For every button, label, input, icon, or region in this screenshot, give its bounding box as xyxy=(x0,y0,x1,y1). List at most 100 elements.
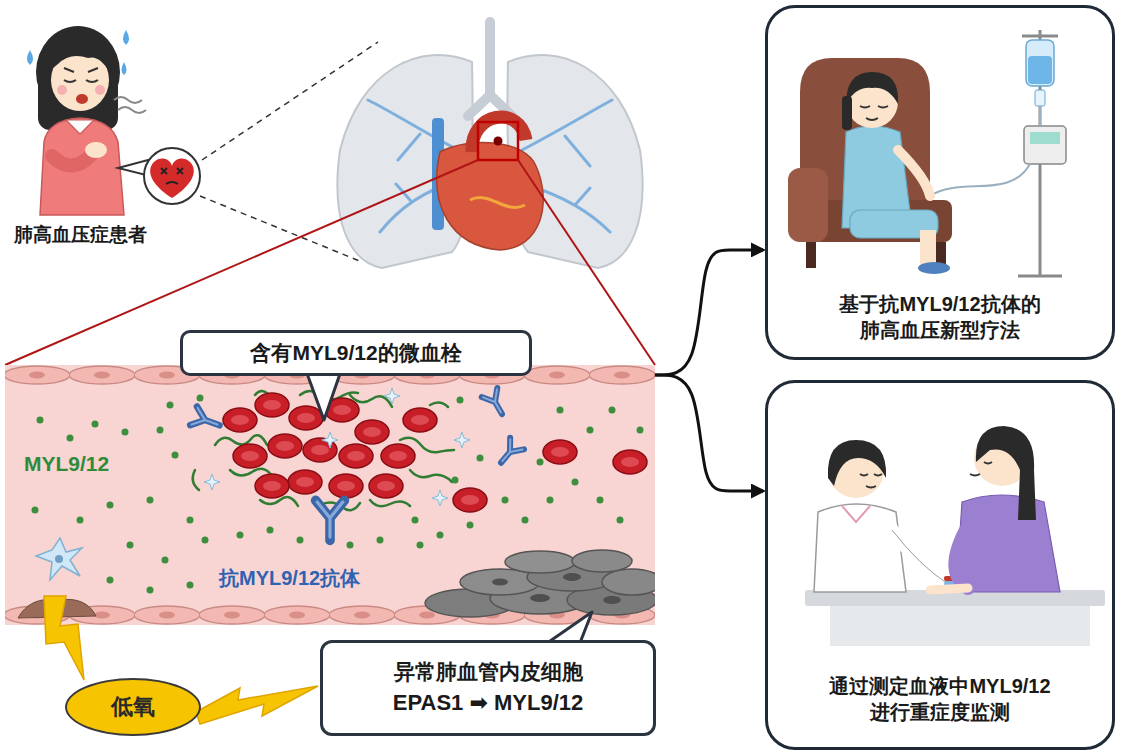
patient-illustration xyxy=(57,85,67,95)
lightning-bolt xyxy=(44,596,84,680)
patient-illustration xyxy=(123,30,129,45)
infusion-illustration xyxy=(788,168,828,242)
abnormal-endothelial-cells xyxy=(572,550,632,572)
vessel-illustration xyxy=(36,538,82,580)
platelets xyxy=(432,490,448,506)
myl9-dots xyxy=(147,587,154,594)
blood-test-illustration xyxy=(892,530,948,584)
blood-test-illustration xyxy=(828,440,886,486)
myl9-dots xyxy=(477,455,484,462)
myl9-dots xyxy=(637,427,644,434)
patient-illustration xyxy=(122,62,127,75)
vessel-illustration xyxy=(5,365,655,625)
antibodies xyxy=(190,388,524,540)
myl9-dots xyxy=(609,407,616,414)
myl9-dots xyxy=(37,417,44,424)
myl9-fibers xyxy=(370,500,410,506)
myl9-dots xyxy=(377,537,384,544)
patient-illustration xyxy=(76,94,88,104)
myl9-dots xyxy=(237,532,244,539)
split-arrow xyxy=(655,375,763,491)
node-text: 通过测定血液中MYL9/12 进行重症度监测 xyxy=(790,673,1090,725)
patient-illustration xyxy=(64,68,98,72)
therapy-panel: 基于抗MYL9/12抗体的 肺高血压新型疗法 xyxy=(765,5,1115,360)
abnormal-endothelial-cells xyxy=(563,573,581,581)
myl9-dots xyxy=(437,532,444,539)
myl9-dots xyxy=(32,507,39,514)
myl9-dots xyxy=(167,402,174,409)
red-blood-cells xyxy=(381,444,415,468)
monitoring-panel: 通过测定血液中MYL9/12 进行重症度监测 xyxy=(765,380,1115,750)
patient-illustration xyxy=(66,120,94,134)
lungs-heart-illustration xyxy=(437,143,543,250)
infusion-illustration xyxy=(1030,132,1060,144)
blood-test-illustration xyxy=(842,506,870,522)
patient-illustration xyxy=(114,97,146,113)
blood-test-illustration xyxy=(805,426,1105,646)
lungs-heart-illustration xyxy=(470,198,525,208)
infusion-illustration xyxy=(898,150,930,196)
myl9-dots xyxy=(127,542,134,549)
myl9-dots xyxy=(172,452,179,459)
patient-illustration xyxy=(161,168,183,184)
infusion-illustration xyxy=(842,96,852,130)
blood-test-illustration xyxy=(976,426,1036,520)
callout-tail xyxy=(305,368,592,648)
patient-illustration xyxy=(150,159,194,198)
myl9-dots xyxy=(187,582,194,589)
myl9-dots xyxy=(157,427,164,434)
patient-illustration xyxy=(40,118,124,215)
blood-test-illustration xyxy=(830,606,1090,646)
myl9-dots xyxy=(537,459,544,466)
myl9-dots xyxy=(587,427,594,434)
blood-test-illustration xyxy=(814,504,906,592)
myl9-dots xyxy=(467,522,474,529)
myl9-fibers xyxy=(410,470,452,482)
red-blood-cells xyxy=(288,470,322,494)
infusion-illustration xyxy=(860,106,888,120)
patient-illustration xyxy=(27,50,33,65)
red-blood-cells xyxy=(355,420,389,444)
myl9-dots xyxy=(92,421,99,428)
node-text: EPAS1 ➡ MYL9/12 xyxy=(393,689,583,718)
myl9-dots xyxy=(522,517,529,524)
infusion-illustration xyxy=(846,72,898,104)
myl9-dots xyxy=(162,557,169,564)
antibodies xyxy=(316,500,345,540)
myl9-dots xyxy=(452,477,459,484)
abnormal-endothelial-cells xyxy=(492,579,508,586)
myl9-dots xyxy=(187,517,194,524)
patient-illustration xyxy=(64,80,98,82)
infusion-illustration xyxy=(930,106,1040,196)
callout-box: 异常肺血管内皮细胞EPAS1 ➡ MYL9/12 xyxy=(320,640,656,736)
patient-illustration xyxy=(48,36,112,76)
patient-illustration xyxy=(85,142,107,158)
blood-test-illustration xyxy=(955,530,968,588)
platelets xyxy=(204,388,470,506)
blood-test-illustration xyxy=(970,462,992,476)
myl9-dots xyxy=(417,542,424,549)
abnormal-endothelial-cells xyxy=(603,596,621,604)
myl9-dots xyxy=(547,497,554,504)
vessel-illustration xyxy=(5,365,655,625)
blood-test-illustration xyxy=(956,495,1060,592)
myl9-dots xyxy=(202,537,209,544)
myl9-dots xyxy=(412,517,419,524)
myl9-dots xyxy=(347,542,354,549)
hypoxia-ellipse: 低氧 xyxy=(65,678,201,736)
myl9-dots xyxy=(147,497,154,504)
myl9-dots xyxy=(557,407,564,414)
blood-test-illustration xyxy=(930,588,968,590)
lungs-heart-illustration xyxy=(494,137,503,146)
callout-box: 含有MYL9/12的微血栓 xyxy=(180,330,532,376)
split-arrow xyxy=(655,250,763,375)
myl9-dots xyxy=(267,527,274,534)
myl9-dots xyxy=(107,502,114,509)
infusion-illustration xyxy=(806,242,816,268)
patient-illustration xyxy=(27,26,200,215)
zoom-line xyxy=(518,160,655,365)
myl9-fibers xyxy=(193,470,199,490)
red-blood-cells xyxy=(613,450,647,474)
